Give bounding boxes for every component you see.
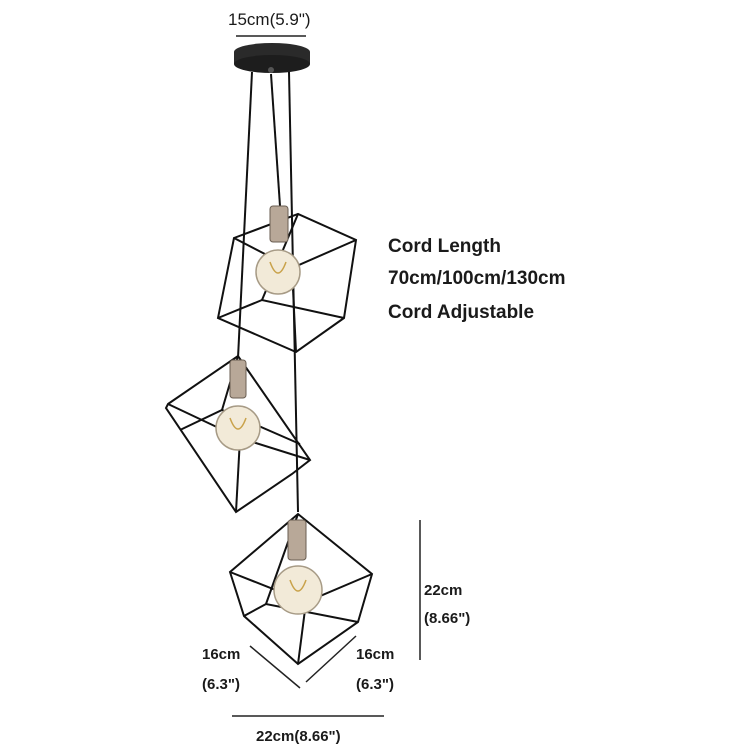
height-in-label: (8.66"): [424, 610, 471, 627]
canopy-width-label: 15cm(5.9"): [228, 10, 311, 29]
ceiling-canopy: [234, 43, 310, 73]
depth-left-cm-label: 16cm: [202, 646, 241, 663]
cage-pendant-top: [216, 205, 358, 354]
cord-length-title: Cord Length: [388, 236, 501, 257]
cord-length-options: 70cm/100cm/130cm: [388, 268, 566, 289]
depth-right-cm-label: 16cm: [356, 646, 395, 663]
dimension-lines: [232, 520, 421, 717]
depth-right-in-label: (6.3"): [356, 676, 394, 693]
cage-pendant-bottom: [228, 512, 374, 666]
cage-pendant-middle: [164, 354, 312, 514]
depth-left-in-label: (6.3"): [202, 676, 240, 693]
cord-adjustable-note: Cord Adjustable: [388, 302, 535, 323]
height-cm-label: 22cm: [424, 582, 463, 599]
total-width-label: 22cm(8.66"): [256, 728, 341, 745]
